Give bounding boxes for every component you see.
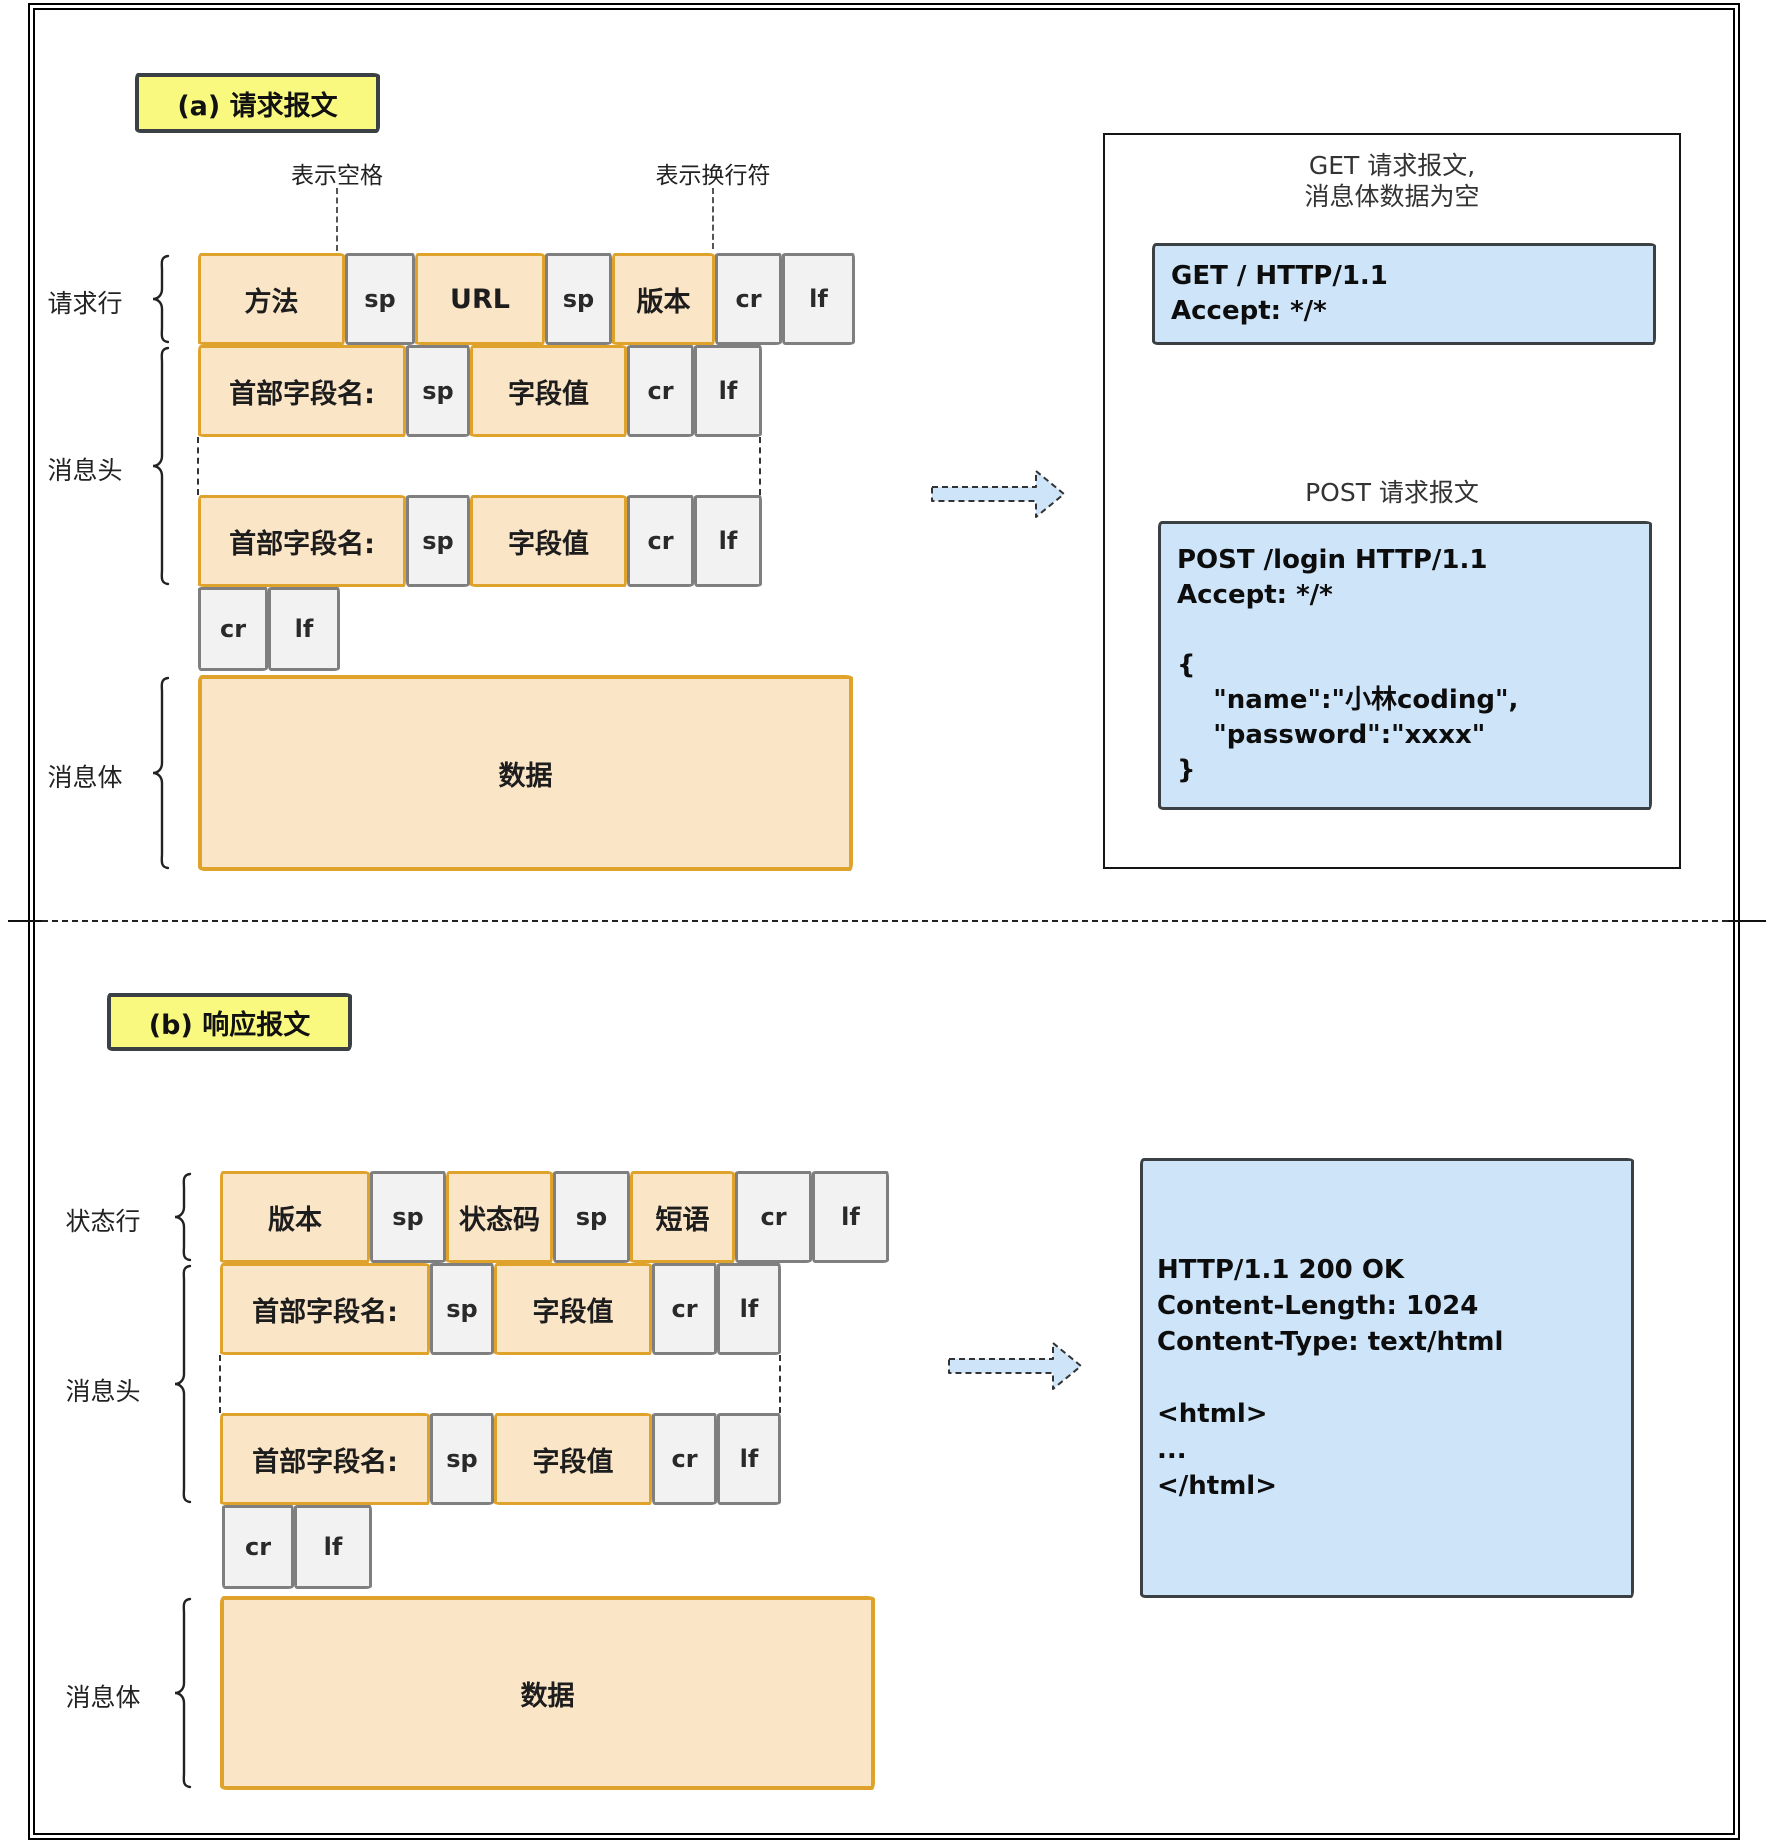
cell-lf: lf [694, 345, 762, 437]
cell-header-name: 首部字段名: [198, 495, 406, 587]
label-body: 消息体 [47, 763, 123, 792]
cell-sp: sp [406, 345, 470, 437]
cell-url: URL [415, 253, 545, 345]
cell-method: 方法 [198, 253, 345, 345]
header-field-row: 首部字段名: sp 字段值 cr lf [220, 1263, 781, 1355]
cell-sp: sp [430, 1263, 494, 1355]
cell-field-value: 字段值 [470, 495, 627, 587]
cell-cr: cr [652, 1413, 717, 1505]
section-divider [42, 920, 1728, 922]
crlf-row: cr lf [222, 1505, 372, 1589]
annotation-space-connector [336, 188, 338, 251]
cell-sp: sp [370, 1171, 446, 1263]
cell-sp: sp [553, 1171, 630, 1263]
status-line-row: 版本 sp 状态码 sp 短语 cr lf [220, 1171, 889, 1263]
curly-brace-icon [174, 1172, 192, 1262]
cell-field-value: 字段值 [470, 345, 627, 437]
cell-version: 版本 [220, 1171, 370, 1263]
cell-lf: lf [268, 587, 340, 671]
post-example-code: POST /login HTTP/1.1 Accept: */* { "name… [1177, 545, 1519, 785]
arrow-right-icon [931, 470, 1065, 518]
get-example-title: GET 请求报文, 消息体数据为空 [1304, 151, 1480, 211]
cell-lf: lf [717, 1413, 781, 1505]
cell-sp: sp [406, 495, 470, 587]
curly-brace-icon [152, 254, 170, 344]
ellipsis-left-dash [219, 1355, 221, 1413]
ellipsis-right-dash [759, 437, 761, 495]
ellipsis-left-dash [197, 437, 199, 495]
curly-brace-icon [174, 1597, 192, 1789]
request-line-row: 方法 sp URL sp 版本 cr lf [198, 253, 855, 345]
curly-brace-icon [174, 1264, 192, 1504]
cell-status-code: 状态码 [446, 1171, 553, 1263]
curly-brace-icon [152, 676, 170, 870]
message-body-box: 数据 [220, 1596, 875, 1790]
cell-lf: lf [717, 1263, 781, 1355]
response-example-codebox: HTTP/1.1 200 OK Content-Length: 1024 Con… [1140, 1158, 1634, 1598]
divider-tick-left [8, 920, 42, 922]
label-body: 消息体 [65, 1683, 141, 1712]
cell-field-value: 字段值 [494, 1413, 652, 1505]
cell-version: 版本 [612, 253, 715, 345]
cell-field-value: 字段值 [494, 1263, 652, 1355]
annotation-space-label: 表示空格 [291, 163, 383, 189]
ellipsis-right-dash [779, 1355, 781, 1413]
cell-phrase: 短语 [630, 1171, 735, 1263]
header-field-row: 首部字段名: sp 字段值 cr lf [220, 1413, 781, 1505]
cell-lf: lf [782, 253, 855, 345]
message-body-box: 数据 [198, 675, 853, 871]
section-a-title-badge: (a) 请求报文 [135, 73, 380, 133]
cell-sp: sp [345, 253, 415, 345]
header-field-row: 首部字段名: sp 字段值 cr lf [198, 495, 762, 587]
section-b-title-badge: (b) 响应报文 [107, 993, 352, 1051]
cell-cr: cr [715, 253, 782, 345]
cell-cr: cr [627, 345, 694, 437]
post-example-codebox: POST /login HTTP/1.1 Accept: */* { "name… [1158, 521, 1652, 810]
get-example-code: GET / HTTP/1.1 Accept: */* [1171, 261, 1388, 326]
cell-sp: sp [430, 1413, 494, 1505]
cell-cr: cr [735, 1171, 812, 1263]
label-headers: 消息头 [47, 456, 123, 485]
arrow-right-icon [948, 1342, 1082, 1390]
response-example-code: HTTP/1.1 200 OK Content-Length: 1024 Con… [1157, 1255, 1504, 1501]
cell-header-name: 首部字段名: [198, 345, 406, 437]
divider-tick-right [1728, 920, 1766, 922]
header-field-row: 首部字段名: sp 字段值 cr lf [198, 345, 762, 437]
annotation-newline-connector [712, 188, 714, 249]
cell-cr: cr [652, 1263, 717, 1355]
annotation-newline-label: 表示换行符 [655, 163, 771, 189]
get-example-codebox: GET / HTTP/1.1 Accept: */* [1152, 243, 1656, 345]
cell-lf: lf [694, 495, 762, 587]
crlf-row: cr lf [198, 587, 340, 671]
label-request-line: 请求行 [47, 289, 123, 318]
cell-cr: cr [627, 495, 694, 587]
label-status-line: 状态行 [65, 1207, 141, 1236]
post-example-title: POST 请求报文 [1305, 478, 1479, 507]
cell-cr: cr [198, 587, 268, 671]
curly-brace-icon [152, 346, 170, 586]
label-headers: 消息头 [65, 1377, 141, 1406]
cell-lf: lf [294, 1505, 372, 1589]
cell-sp: sp [545, 253, 612, 345]
cell-lf: lf [812, 1171, 889, 1263]
cell-header-name: 首部字段名: [220, 1413, 430, 1505]
cell-header-name: 首部字段名: [220, 1263, 430, 1355]
cell-cr: cr [222, 1505, 294, 1589]
